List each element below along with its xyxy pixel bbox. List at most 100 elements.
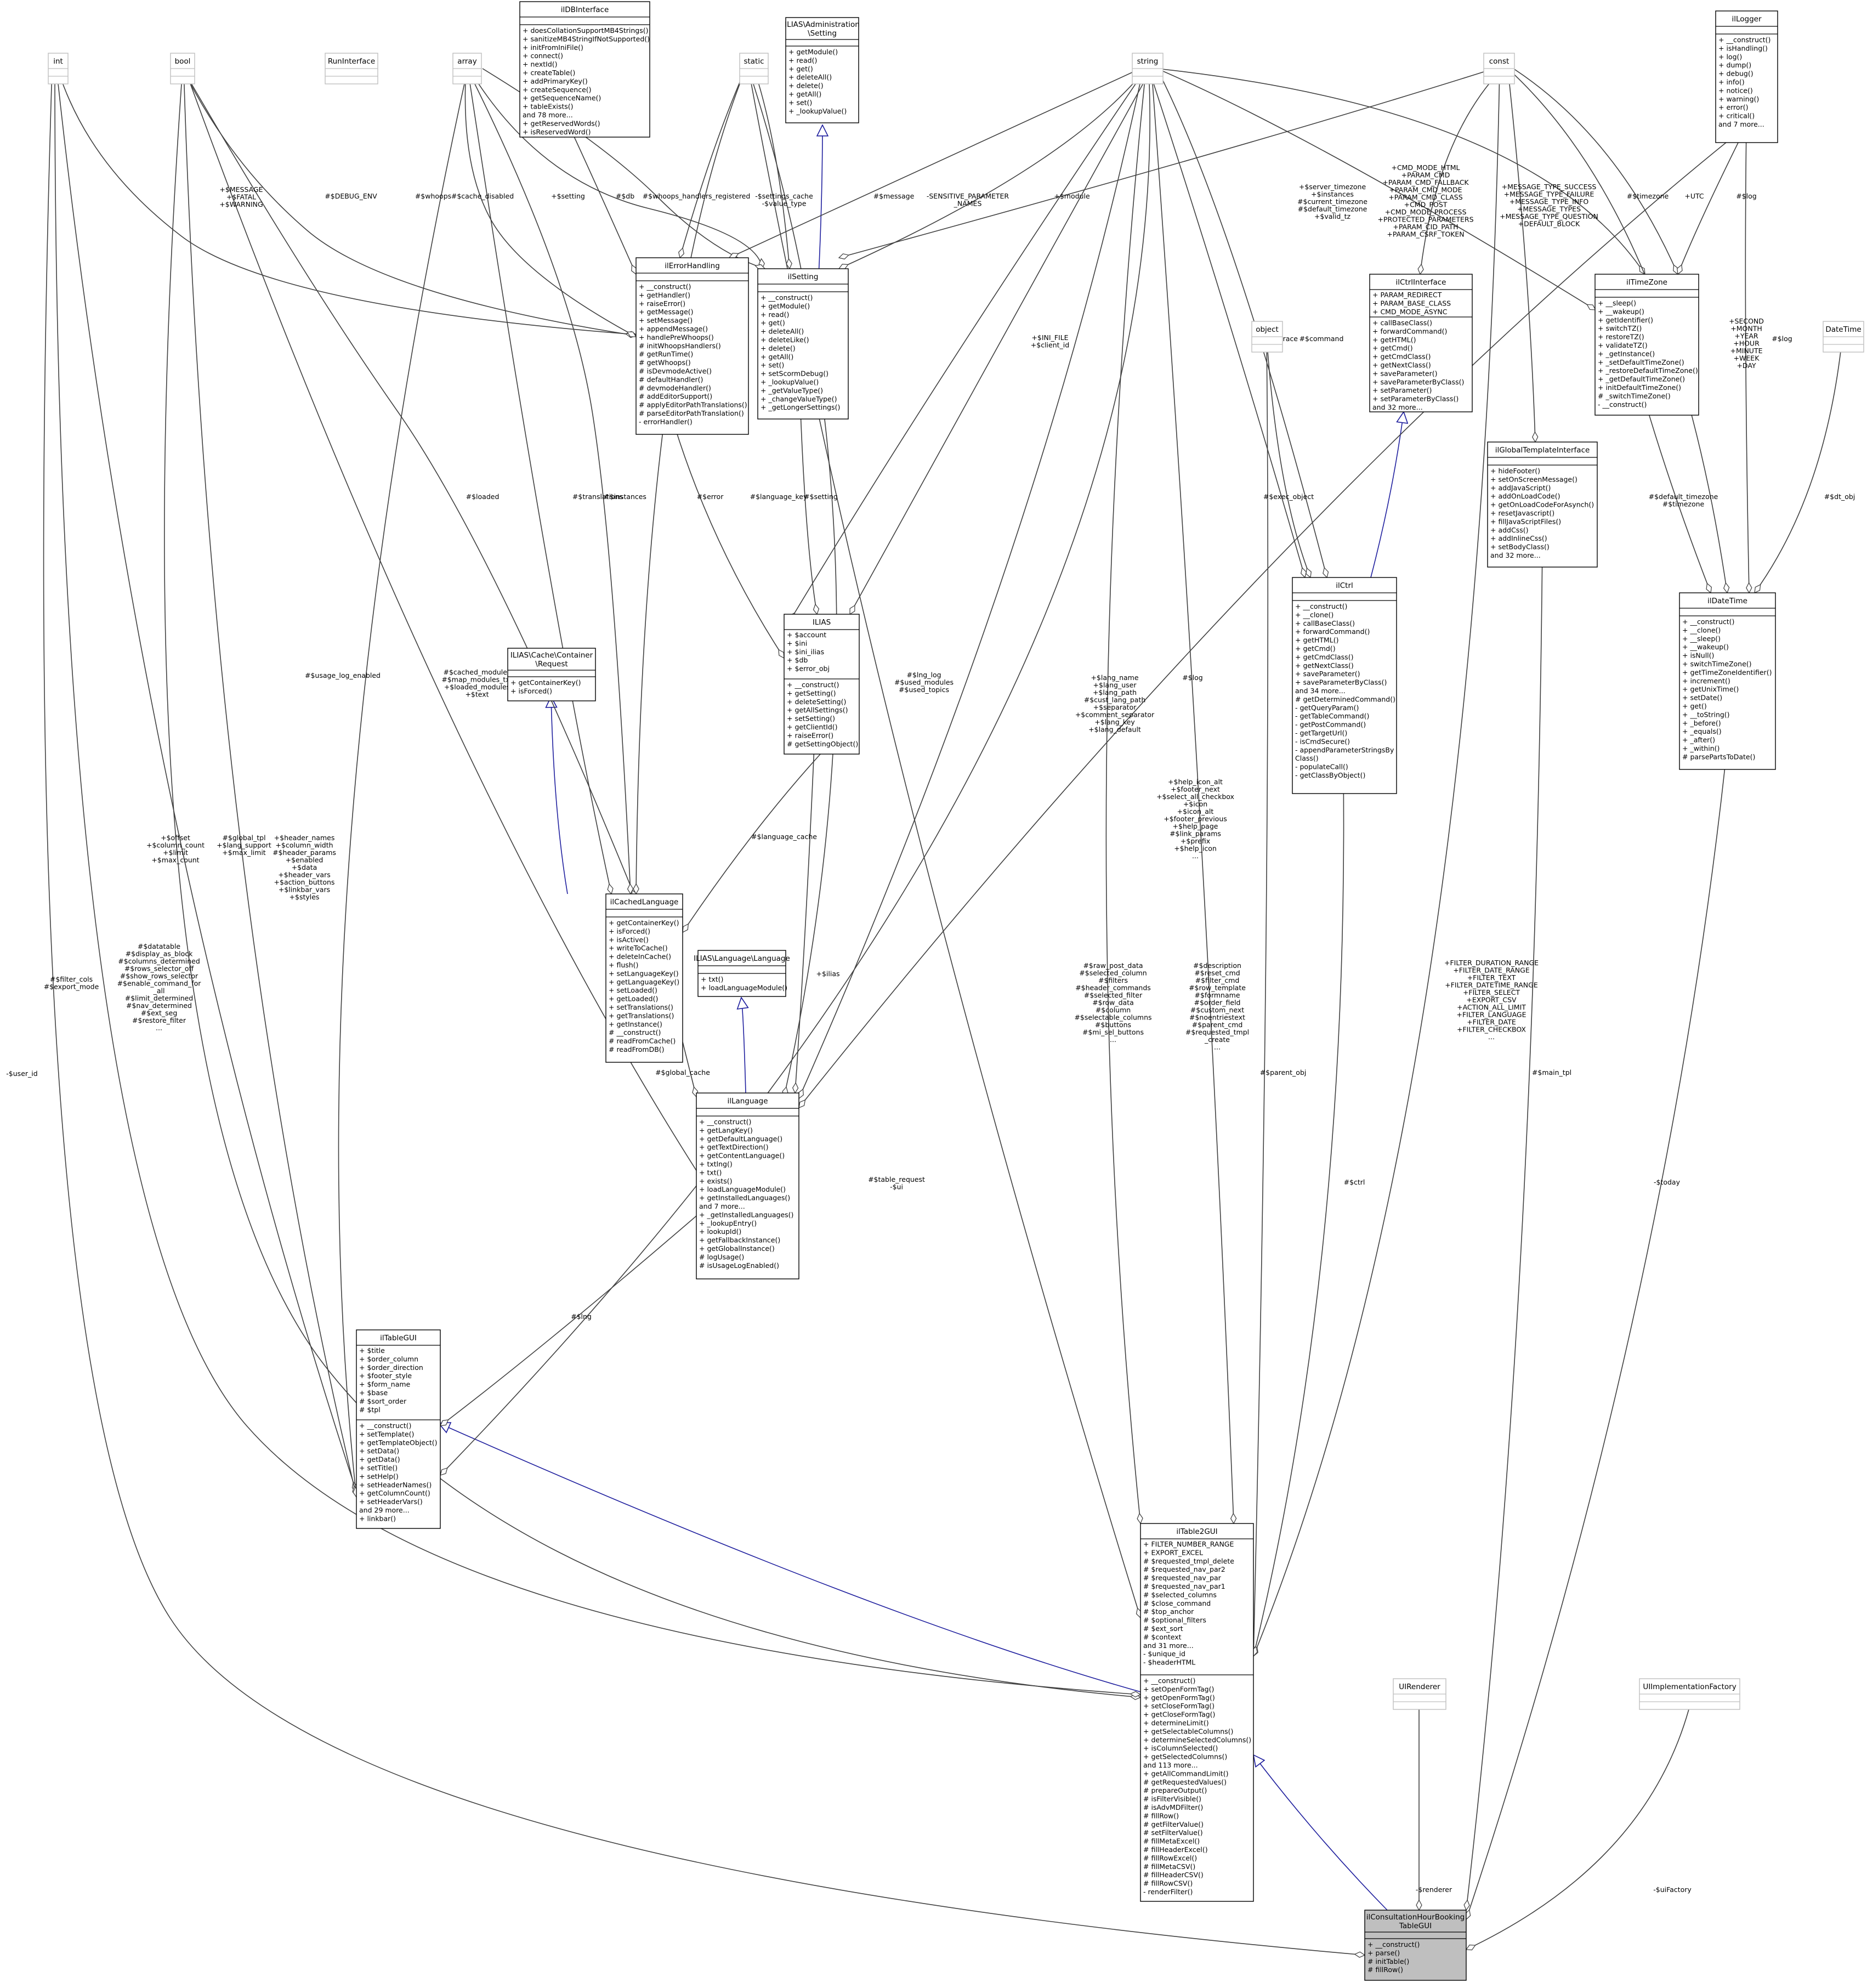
class-node-ilctrl[interactable]: ilCtrl+ __construct()+ __clone()+ callBa…: [1292, 577, 1397, 794]
edge-label-line: ...: [1192, 852, 1199, 860]
class-operation: + exists(): [699, 1177, 732, 1185]
class-operation: - errorHandler(): [639, 417, 693, 426]
association-edge: [440, 1206, 708, 1426]
edge-label-line: +PARAM_CMD_MODE: [1389, 186, 1462, 194]
association-edge: [467, 68, 611, 894]
class-node-illogger[interactable]: ilLogger+ __construct()+ isHandling()+ l…: [1715, 10, 1778, 143]
association-edge: [799, 68, 1144, 1098]
class-operation: + setHeaderVars(): [359, 1498, 423, 1506]
edge-label: #$lng: [571, 1312, 592, 1321]
edge-label-line: _NAMES: [954, 200, 982, 208]
class-operation: + saveParameterByClass(): [1372, 378, 1464, 386]
class-title: ilGlobalTemplateInterface: [1495, 446, 1590, 455]
class-node-const[interactable]: const: [1483, 53, 1515, 84]
class-node-cacherequest[interactable]: ILIAS\Cache\Container\Request+ getContai…: [507, 648, 596, 701]
class-operation: # fillHeaderExcel(): [1143, 1845, 1208, 1854]
edge-label-line: +UTC: [1684, 192, 1704, 200]
class-title: ilLanguage: [727, 1097, 768, 1106]
class-attribute: + FILTER_NUMBER_RANGE: [1143, 1540, 1234, 1548]
class-title-line: ilLanguage: [727, 1097, 768, 1106]
class-operation: + info(): [1718, 78, 1745, 86]
class-title-line: ilCtrlInterface: [1396, 278, 1446, 287]
class-operation: # fillRow(): [1143, 1811, 1179, 1820]
association-edge: [682, 1041, 696, 1097]
class-node-iltablegui[interactable]: ilTableGUI+ $title+ $order_column+ $orde…: [356, 1329, 441, 1529]
edge-label-line: +FILTER_DATE: [1467, 1018, 1516, 1026]
class-operation: + delete(): [788, 82, 824, 90]
edge-label-line: #$timezone: [1662, 500, 1705, 508]
class-operation: # parsePartsToDate(): [1682, 752, 1755, 761]
class-node-uirenderer[interactable]: UIRenderer: [1393, 1678, 1446, 1710]
class-node-ilglobaltemplateinterface[interactable]: ilGlobalTemplateInterface+ hideFooter()+…: [1487, 441, 1598, 568]
class-node-int[interactable]: int: [48, 53, 69, 84]
edge-label-line: #$selected_filter: [1084, 991, 1143, 999]
class-node-iltimezone[interactable]: ilTimeZone+ __sleep()+ __wakeup()+ getId…: [1594, 274, 1699, 416]
class-operation: # addEditorSupport(): [639, 392, 712, 400]
class-node-static[interactable]: static: [739, 53, 769, 84]
association-edge: [753, 68, 790, 269]
class-operation: + txt(): [699, 1168, 722, 1176]
class-title-line: bool: [175, 57, 191, 66]
class-attribute: + $error_obj: [787, 665, 830, 673]
class-operation: + __construct(): [1718, 36, 1770, 44]
class-node-ildbinterface[interactable]: ilDBInterface+ doesCollationSupportMB4St…: [519, 1, 650, 138]
class-node-uifactory[interactable]: UIImplementationFactory: [1639, 1678, 1740, 1710]
edge-label-line: #$parent_cmd: [1192, 1021, 1243, 1029]
class-node-ilerrorhandling[interactable]: ilErrorHandling+ __construct()+ getHandl…: [635, 257, 749, 435]
class-node-adminsetting[interactable]: ILIAS\Administration\Setting+ getModule(…: [785, 17, 860, 123]
edge-label-line: _create: [1204, 1035, 1230, 1044]
edge-label-line: #$whoops: [415, 192, 451, 200]
edge-label-line: #$reset_cmd: [1194, 969, 1240, 977]
class-operation: + __construct(): [639, 282, 691, 291]
class-node-ilias[interactable]: ILIAS+ $account+ $ini+ $ini_ilias+ $db+ …: [784, 614, 860, 755]
class-node-bool[interactable]: bool: [170, 53, 195, 84]
class-node-datetime[interactable]: DateTime: [1823, 321, 1864, 353]
edge-label-line: +MESSAGE_TYPE_QUESTION: [1500, 212, 1598, 220]
edge-label-line: #$buttons: [1095, 1021, 1131, 1029]
edge-label-line: #$cached_modules: [444, 668, 511, 676]
edge-label-line: ...: [1214, 1043, 1221, 1051]
class-operation: + setHelp(): [359, 1472, 399, 1480]
class-operation: + getTranslations(): [609, 1011, 674, 1020]
class-title: static: [744, 57, 764, 66]
class-operation: + forwardCommand(): [1295, 627, 1370, 636]
edge-label: #$timezone: [1627, 192, 1669, 200]
class-operation: + read(): [788, 56, 817, 64]
inheritance-edge: [1253, 1755, 1388, 1911]
class-node-object[interactable]: object: [1251, 321, 1283, 353]
class-operation: + deleteAll(): [788, 73, 832, 81]
edge-label: +$header_names+$column_width#$header_par…: [273, 834, 336, 901]
class-node-string[interactable]: string: [1132, 53, 1164, 84]
class-operation: + delete(): [761, 344, 796, 352]
class-node-ildatetime[interactable]: ilDateTime+ __construct()+ __clone()+ __…: [1679, 592, 1776, 770]
edge-label-line: #$custom_next: [1190, 1006, 1244, 1014]
class-node-runinterface[interactable]: RunInterface: [325, 53, 378, 84]
class-node-languageiface[interactable]: ILIAS\Language\Language+ txt()+ loadLang…: [694, 950, 790, 997]
edge-label-line: #$mi_sel_buttons: [1082, 1028, 1144, 1037]
class-operation: + isActive(): [609, 936, 649, 944]
class-title-line: array: [457, 57, 476, 66]
edge-label: #$cache_disabled: [451, 192, 514, 200]
class-node-iltable2gui[interactable]: ilTable2GUI+ FILTER_NUMBER_RANGE+ EXPORT…: [1140, 1523, 1254, 1902]
class-attribute: + $order_direction: [359, 1363, 423, 1372]
edge-label: -$renderer: [1416, 1885, 1452, 1894]
edge-label: +UTC: [1684, 192, 1704, 200]
class-operation: Class(): [1295, 754, 1319, 762]
association-edge: [1466, 746, 1728, 1919]
class-node-illanguage[interactable]: ilLanguage+ __construct()+ getLangKey()+…: [696, 1092, 799, 1279]
class-title-line: ilErrorHandling: [665, 262, 720, 270]
edge-label: #$translations: [572, 492, 623, 501]
class-node-ilcachedlanguage[interactable]: ilCachedLanguage+ getContainerKey()+ isF…: [605, 893, 683, 1063]
class-operation: + doesCollationSupportMB4Strings(): [523, 26, 648, 35]
class-node-ilctrlinterface[interactable]: ilCtrlInterface+ PARAM_REDIRECT+ PARAM_B…: [1369, 274, 1473, 412]
class-operation: - isCmdSecure(): [1295, 737, 1350, 745]
class-operation: + appendMessage(): [639, 325, 708, 333]
class-node-array[interactable]: array: [452, 53, 482, 84]
class-operation: + _getLongerSettings(): [761, 403, 840, 411]
edge-label-line: #$columns_determined: [118, 957, 200, 965]
class-operation: + _getInstalledLanguages(): [699, 1210, 793, 1219]
class-node-ilsetting[interactable]: ilSetting+ __construct()+ getModule()+ r…: [757, 268, 849, 420]
edge-label-line: +YEAR: [1734, 332, 1758, 340]
edge-label-line: #$header_commands: [1075, 984, 1151, 992]
